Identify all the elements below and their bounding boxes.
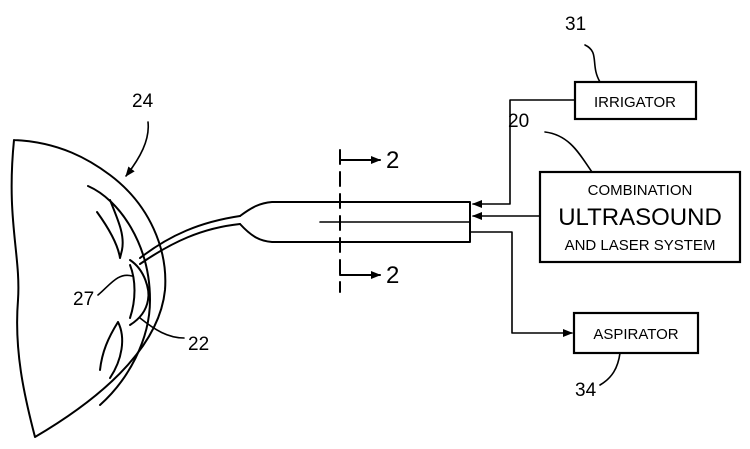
irrigator-line: [472, 99, 576, 208]
label-20: 20: [508, 111, 529, 132]
label-22: 22: [188, 334, 209, 355]
iris-lower: [99, 321, 124, 379]
lens-capsule: [129, 259, 150, 326]
leader-31: [584, 44, 601, 83]
system-label-line2: ULTRASOUND: [558, 204, 722, 231]
aspirator-box: [572, 311, 700, 355]
eye: [10, 139, 167, 438]
system-label-line3: AND LASER SYSTEM: [565, 237, 716, 254]
probe: [139, 149, 471, 293]
leader-24: [125, 121, 150, 177]
label-31: 31: [565, 14, 586, 35]
probe-needle-upper: [139, 215, 241, 259]
irrigator-box: [573, 80, 698, 121]
leader-20: [544, 131, 593, 173]
label-24: 24: [132, 91, 154, 112]
label-34: 34: [575, 380, 597, 401]
irrigator-label: IRRIGATOR: [594, 94, 676, 111]
section-number-top: 2: [386, 147, 399, 174]
probe-needle-lower: [139, 223, 241, 265]
iris-upper: [96, 199, 124, 259]
eye-outline: [10, 139, 167, 438]
leader-27: [97, 274, 133, 296]
leader-34: [599, 352, 621, 386]
cornea-curve: [87, 185, 151, 406]
connections: [469, 99, 576, 337]
incision: [129, 264, 136, 319]
system-box: [538, 170, 742, 264]
leader-22: [139, 317, 185, 339]
system-label-line1: COMBINATION: [588, 182, 693, 199]
section-number-bottom: 2: [386, 262, 399, 289]
aspirator-line: [469, 231, 573, 337]
aspirator-label: ASPIRATOR: [593, 326, 678, 343]
label-27: 27: [73, 289, 94, 310]
